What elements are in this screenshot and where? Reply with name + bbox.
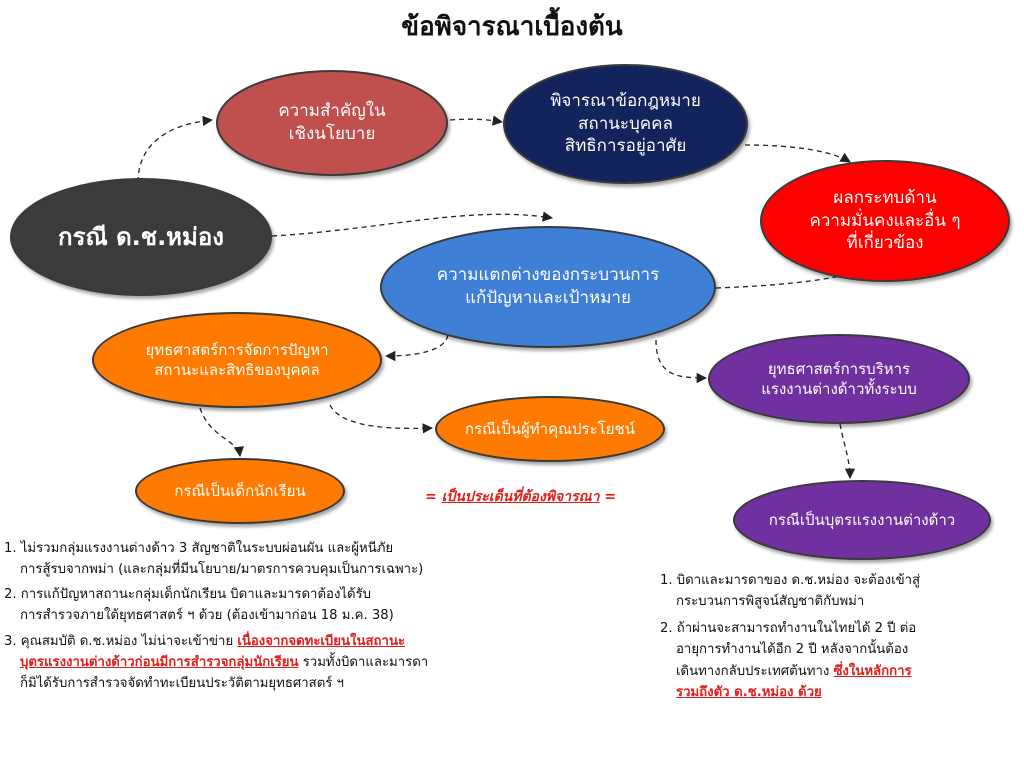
note-right-1-line2: กระบวนการพิสูจน์สัญชาติกับพม่า	[676, 594, 865, 610]
legend-text: เป็นประเด็นที่ต้องพิจารณา	[441, 489, 600, 505]
legend: = เป็นประเด็นที่ต้องพิจารณา =	[425, 486, 616, 508]
note-right-2-line2: อายุการทำงานได้อีก 2 ปี หลังจากนั้นต้อง	[676, 642, 909, 658]
node-process-difference: ความแตกต่างของกระบวนการ แก้ปัญหาและเป้าห…	[380, 226, 716, 348]
node-student-case: กรณีเป็นเด็กนักเรียน	[135, 458, 345, 524]
arrow-process-to-status-strategy	[384, 334, 449, 362]
node-legal-consideration: พิจารณาข้อกฎหมาย สถานะบุคคล สิทธิการอยู่…	[503, 64, 748, 184]
note-right-2-line3: เดินทางกลับประเทศต้นทาง ซึ่งในหลักการ	[660, 661, 1024, 682]
note-left-3-line1a: 3. คุณสมบัติ ด.ช.หม่อง ไม่น่าจะเข้าข่าย	[4, 633, 238, 649]
node-labor-management-strategy: ยุทธศาสตร์การบริหาร แรงงานต่างด้าวทั้งระ…	[708, 334, 970, 424]
note-left-3-line2-red: บุตรแรงงานต่างด้าวก่อนมีการสำรวจกลุ่มนัก…	[20, 654, 299, 670]
node-migrant-child-case: กรณีเป็นบุตรแรงงานต่างด้าว	[733, 480, 991, 560]
note-right-2: 2. ถ้าผ่านจะสามารถทำงานในไทยได้ 2 ปี ต่อ…	[660, 618, 1024, 703]
note-left-2: 2. การแก้ปัญหาสถานะกลุ่มเด็กนักเรียน บิด…	[4, 584, 600, 626]
note-left-1-line1: 1. ไม่รวมกลุ่มแรงงานต่างด้าว 3 สัญชาติใน…	[4, 541, 394, 556]
note-left-3-line3: ก็มิได้รับการสำรวจจัดทำทะเบียนประวัติตาม…	[20, 675, 344, 691]
note-right-2-line3-red: ซึ่งในหลักการ	[833, 663, 912, 679]
notes-right-list: 1. บิดาและมารดาของ ด.ช.หม่อง จะต้องเข้าส…	[660, 570, 1024, 709]
arrow-labor-to-child	[839, 423, 856, 480]
note-left-1: 1. ไม่รวมกลุ่มแรงงานต่างด้าว 3 สัญชาติใน…	[4, 538, 600, 580]
note-left-2-line1: 2. การแก้ปัญหาสถานะกลุ่มเด็กนักเรียน บิด…	[4, 587, 372, 603]
note-right-1-line1: 1. บิดาและมารดาของ ด.ช.หม่อง จะต้องเข้าส…	[660, 573, 921, 588]
note-left-3-line2: บุตรแรงงานต่างด้าวก่อนมีการสำรวจกลุ่มนัก…	[4, 652, 600, 673]
legend-prefix: =	[425, 489, 442, 505]
arrow-law-to-impact	[744, 144, 851, 163]
node-security-impact: ผลกระทบด้าน ความมั่นคงและอื่น ๆ ที่เกี่ย…	[760, 160, 1010, 282]
arrow-status-to-benefit	[329, 404, 434, 434]
node-policy-importance: ความสำคัญใน เชิงนโยบาย	[216, 70, 448, 176]
note-left-3-line1-red: เนื่องจากจดทะเบียนในสถานะ	[237, 633, 406, 649]
note-left-3: 3. คุณสมบัติ ด.ช.หม่อง ไม่น่าจะเข้าข่าย …	[4, 631, 600, 694]
arrow-policy-to-law	[449, 115, 504, 126]
arrow-status-to-student	[199, 407, 244, 458]
arrow-case-to-policy	[137, 115, 214, 183]
node-status-rights-strategy: ยุทธศาสตร์การจัดการปัญหา สถานะและสิทธิขอ…	[92, 312, 382, 408]
page-title: ข้อพิจารณาเบื้องต้น	[401, 12, 623, 42]
legend-suffix: =	[599, 489, 617, 505]
node-case-mong: กรณี ด.ช.หม่อง	[10, 178, 272, 296]
note-left-2-line2: การสำรวจภายใต้ยุทธศาสตร์ ฯ ด้วย (ต้องเข้…	[20, 608, 394, 624]
note-left-1-line2: การสู้รบจากพม่า (และกลุ่มที่มีนโยบาย/มาต…	[20, 562, 424, 578]
note-right-2-line3a: เดินทางกลับประเทศต้นทาง	[676, 663, 834, 679]
arrow-process-to-labor-strategy	[655, 339, 708, 384]
note-left-3-line2b: รวมทั้งบิดาและมารดา	[298, 654, 429, 670]
arrow-case-to-process	[271, 211, 554, 237]
node-benefactor-case: กรณีเป็นผู้ทำคุณประโยชน์	[435, 396, 665, 462]
note-right-2-line1: 2. ถ้าผ่านจะสามารถทำงานในไทยได้ 2 ปี ต่อ	[660, 621, 917, 637]
note-right-1: 1. บิดาและมารดาของ ด.ช.หม่อง จะต้องเข้าส…	[660, 570, 1024, 612]
notes-left-list: 1. ไม่รวมกลุ่มแรงงานต่างด้าว 3 สัญชาติใน…	[4, 538, 600, 698]
note-right-2-line4-red: รวมถึงตัว ด.ช.หม่อง ด้วย	[676, 684, 822, 700]
